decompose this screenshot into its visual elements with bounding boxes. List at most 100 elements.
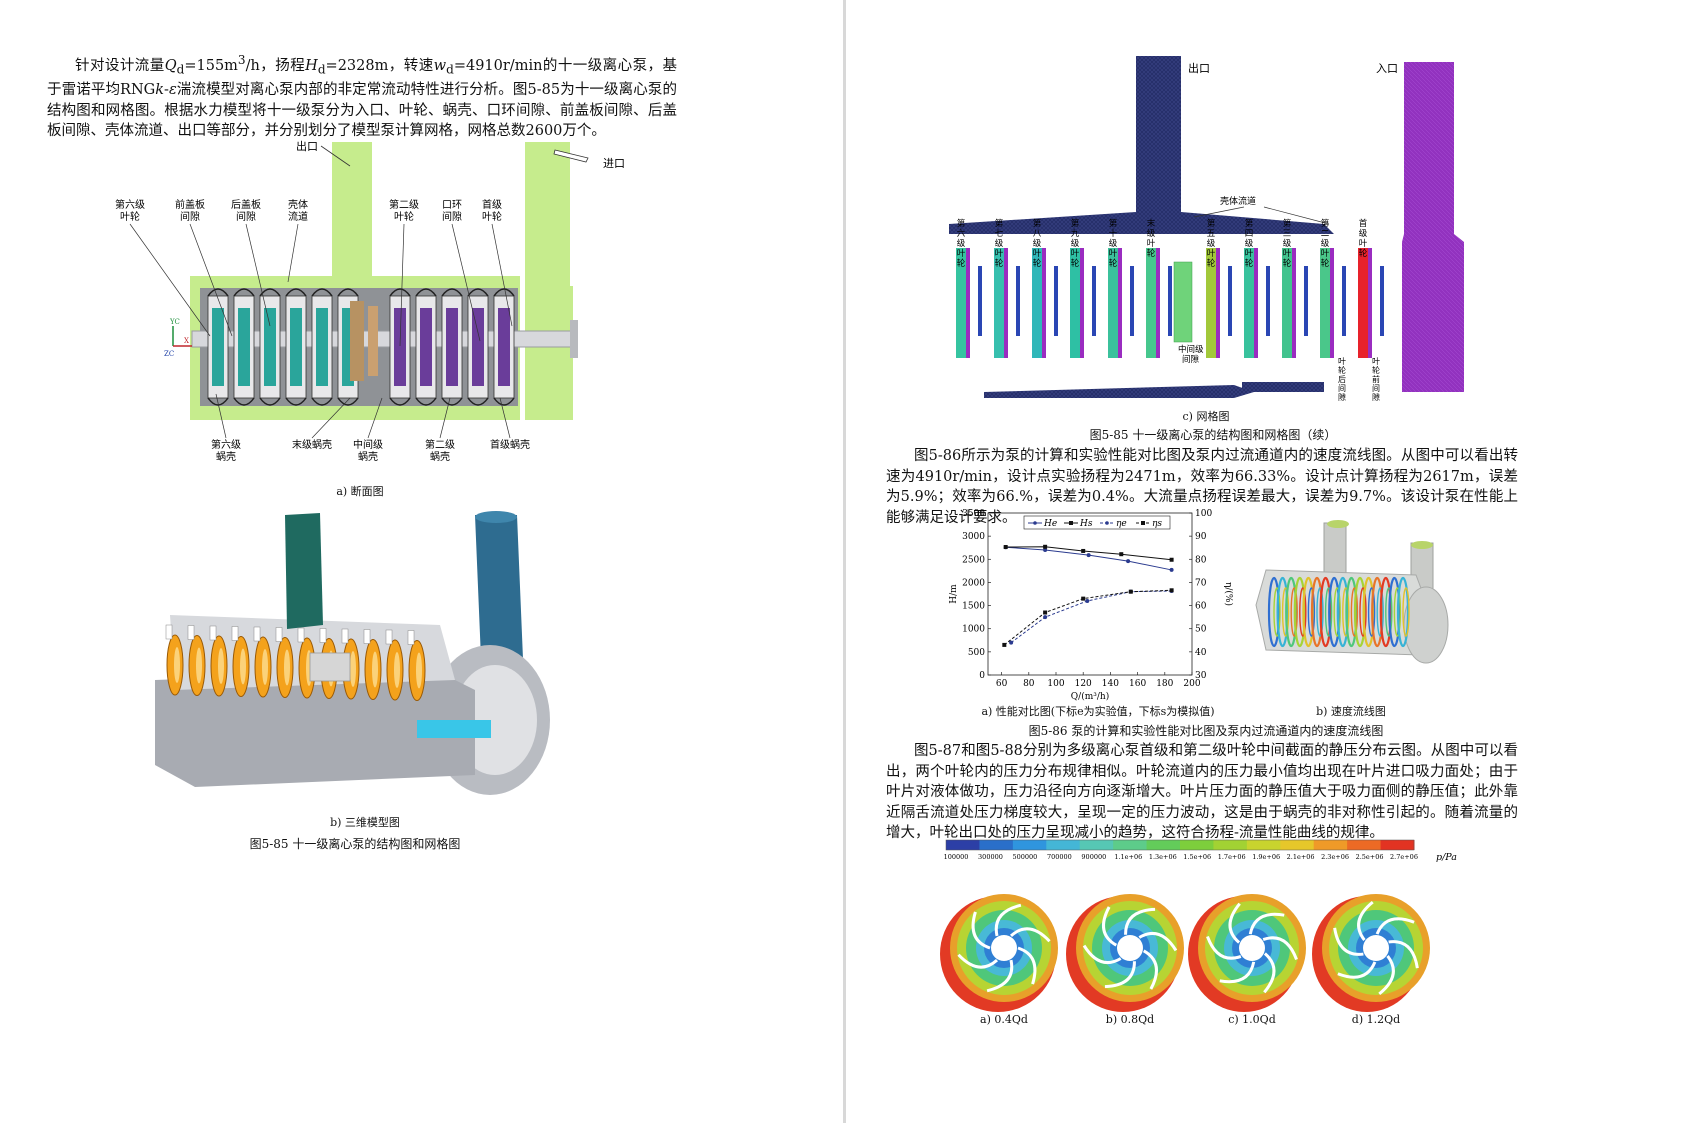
stage-label-char: 叶 [1321,249,1330,259]
shroud-mesh [1042,248,1046,358]
stage-labels: 第六级叶轮第七级叶轮第八级叶轮第九级叶轮第十级叶轮末级叶轮第五级叶轮第四级叶轮第… [957,218,1368,269]
bottom-callout-label: 蜗壳 [358,450,378,463]
streamline-coil-inner [1402,587,1410,637]
blade [1102,906,1118,947]
impeller-mesh [1206,248,1216,358]
top-callout-label: 间隙 [442,210,462,223]
diffuser-mesh [1016,266,1020,336]
x-tick-label: 140 [1102,679,1119,689]
top-callout-label: 间隙 [180,210,200,223]
bottom-callout-label: 首级蜗壳 [490,438,530,451]
streamline-coil [1396,576,1410,648]
stage-label-char: 叶 [1071,249,1080,259]
shroud-mesh [1254,248,1258,358]
data-point [1043,544,1048,549]
data-point [1043,610,1048,615]
shroud-mesh [1156,248,1160,358]
bottom-callout-label: 蜗壳 [430,450,450,463]
inlet-mesh [1402,62,1464,392]
volute-top [493,288,515,297]
series-line [1004,589,1172,646]
streamline-coil [1302,576,1315,648]
streamline-coil [1276,576,1289,648]
stage-label-char: 末 [1147,218,1156,229]
inlet-flow-channel [417,720,491,738]
callout-leader [451,223,481,342]
diffuser-vane-3d [407,630,415,645]
diffuser-vane-3d [385,629,393,645]
data-point [1119,552,1124,557]
callout-leader [491,223,513,327]
streamline-coil [1328,576,1341,648]
shroud-mesh [966,248,970,358]
data-point [1169,567,1174,572]
diffuser-mesh [1266,266,1270,336]
axis-label-zc: ZC [164,350,174,358]
colorbar-tick-label: 2.7e+06 [1390,853,1418,861]
fig-86a-caption: a) 性能对比图(下标e为实验值，下标s为模拟值) [981,705,1215,718]
blade [1219,961,1256,984]
impeller-stage [290,308,302,386]
casing-channel-label: 壳体流道 [1220,195,1256,207]
diffuser-mesh [1342,266,1346,336]
blade [971,911,991,950]
outlet-pipe [332,142,372,280]
intro-paragraph: 针对设计流量Qd=155m3/h，扬程Hd=2328m，转速wd=4910r/m… [47,53,677,140]
stage-label-char: 十 [1109,228,1118,239]
streamline-coil [1353,576,1367,648]
hub [1239,935,1265,961]
colorbar-segment [1146,840,1181,850]
streamlines [1267,576,1410,648]
volute-top [207,288,229,297]
page-divider [843,0,846,1123]
colorbar-segment [1380,840,1415,850]
outlet-mesh [1136,56,1181,221]
top-callout-label: 流道 [288,210,308,223]
paragraph-5-87: 图5-87和图5-88分别为多级离心泵首级和第二级叶轮中间截面的静压分布云图。从… [886,743,1518,841]
casing-leader-1 [1193,206,1245,218]
legend-label: ηe [1116,519,1127,529]
stage-label-char: 轮 [1147,248,1156,259]
volute-bottom [285,397,307,406]
streamline-coil [1388,576,1401,648]
blade [1388,940,1419,969]
rear-gap-char: 隙 [1338,392,1346,402]
legend-marker [1105,521,1109,525]
front-gap-char: 叶 [1372,357,1380,366]
volute-bottom [389,397,411,406]
front-gap-char: 轮 [1372,365,1380,375]
callout-leader [439,397,451,439]
x-tick-label: 80 [1023,679,1035,689]
diffuser-mesh [1304,266,1308,336]
front-gap-char: 前 [1372,374,1380,384]
top-callout-label: 第二级 [389,198,419,211]
paragraph-5-86: 图5-86所示为泵的计算和实验性能对比图及泵内过流通道内的速度流线图。从图中可以… [886,448,1518,526]
y2-tick-label: 80 [1195,555,1207,565]
rear-gap-char: 轮 [1338,365,1346,375]
callout-leader [367,397,383,439]
colorbar-tick-label: 1.7e+06 [1218,853,1246,861]
blade [1262,936,1298,961]
stage-label-char: 级 [1321,238,1330,249]
callout-leader [311,397,351,439]
casing-leader-2 [1263,206,1330,225]
bottom-callout-label: 末级蜗壳 [292,438,332,451]
streamline-coil [1345,576,1358,648]
top-callout-label: 间隙 [236,210,256,223]
blade [1104,961,1136,989]
diffuser-vane-3d [297,627,305,643]
impeller-hub-3d [262,649,268,685]
impeller-stage [394,308,406,386]
y2-tick-label: 40 [1195,648,1207,658]
diffuser-mesh [1168,266,1172,336]
stage-label-char: 第 [1033,218,1042,229]
volute-top [311,288,333,297]
volute-bottom [337,397,359,406]
figure-5-85-caption: 图5-85 十一级离心泵的结构图和网格图 [249,837,461,851]
diffuser-mesh [1054,266,1058,336]
y2-axis-label: η/(%) [1223,582,1234,606]
y-tick-label: 0 [979,671,985,681]
inlet-arrow-icon [553,149,589,163]
